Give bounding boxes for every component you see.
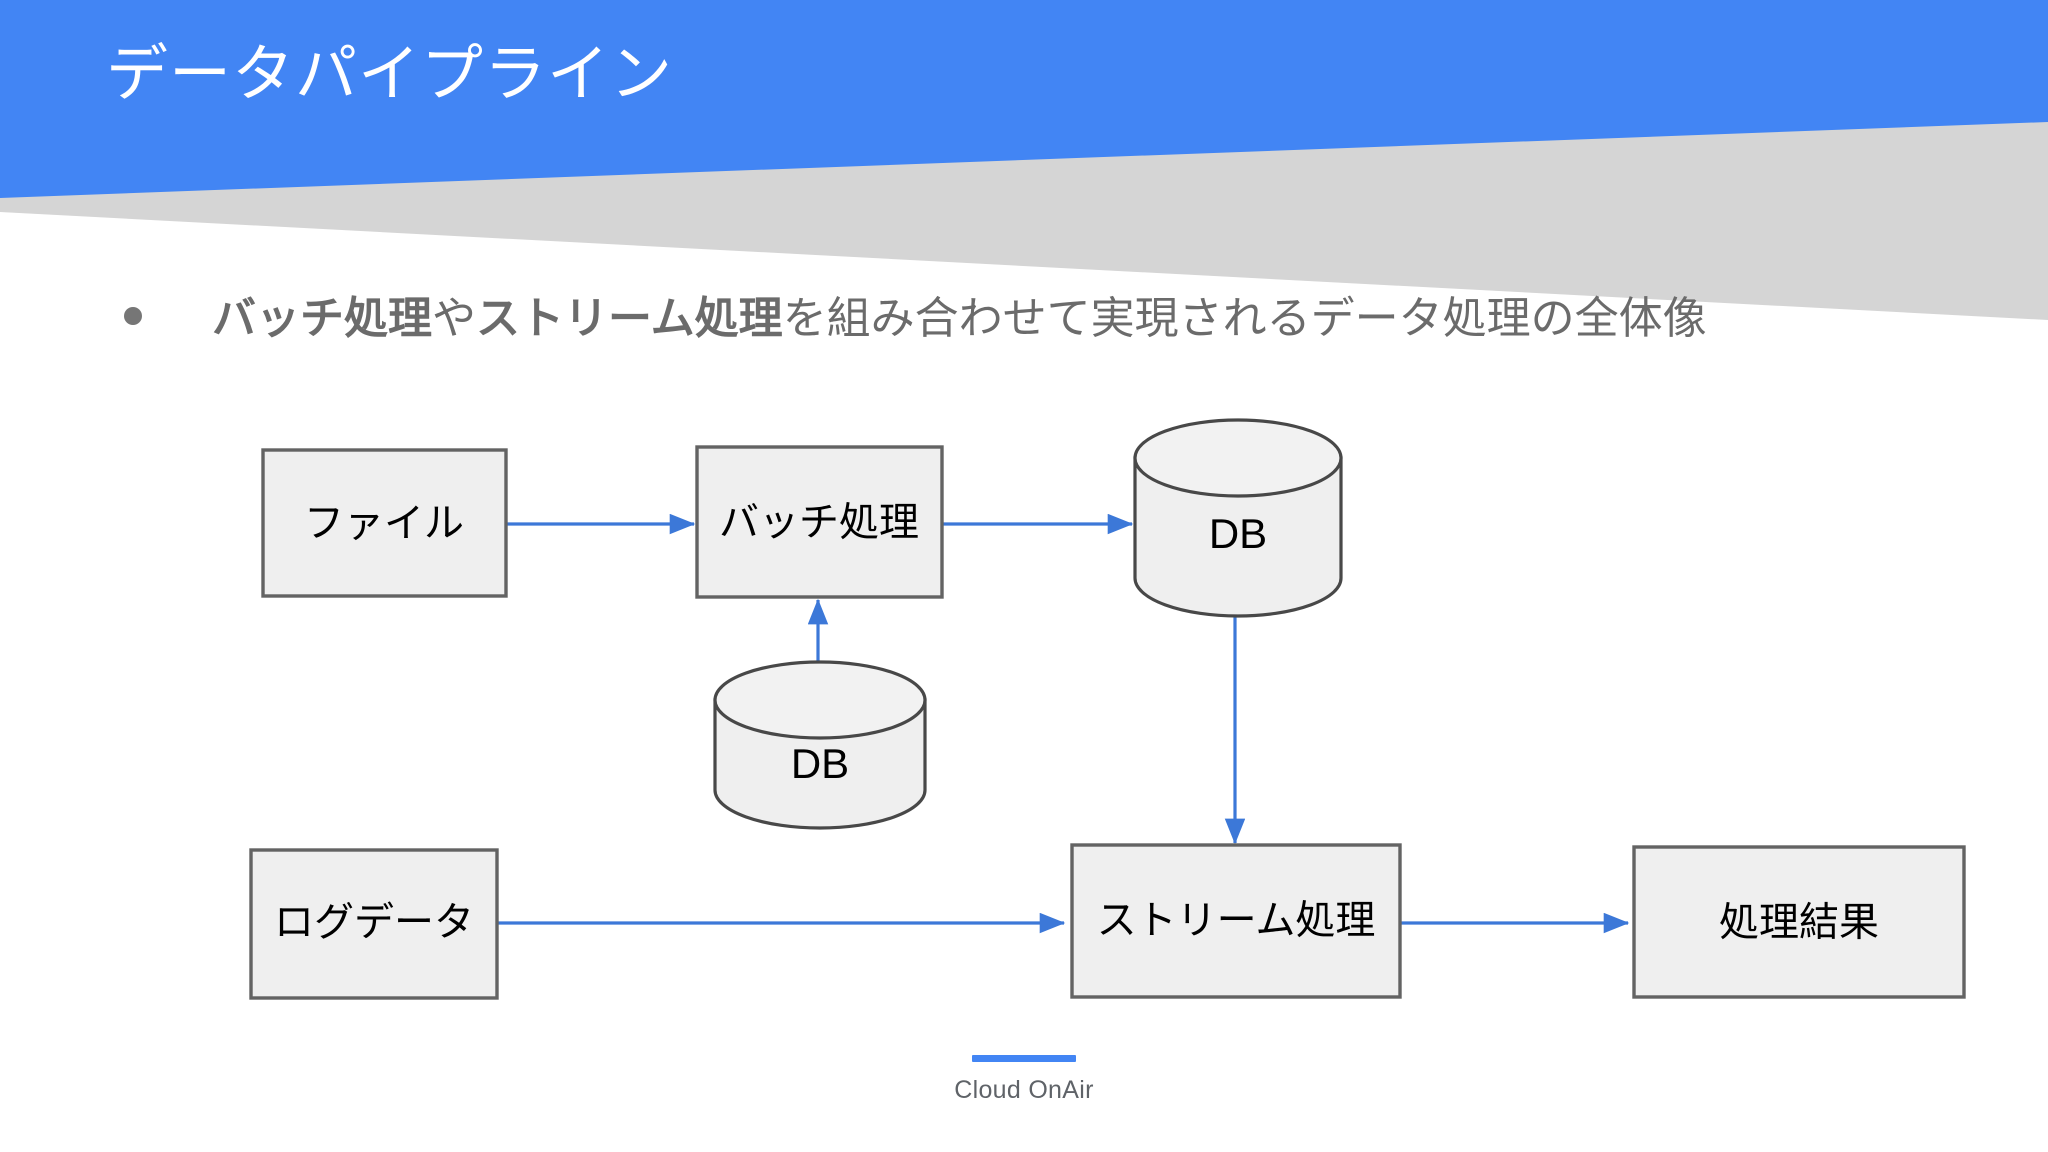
bullet-suffix: を組み合わせて実現されるデータ処理の全体像 — [782, 294, 1707, 343]
bullet-dot-icon — [124, 307, 142, 325]
bullet-middle: や — [432, 294, 476, 343]
node-db-mid[interactable]: DB — [713, 660, 927, 830]
footer-brand: Cloud OnAir — [954, 1076, 1094, 1104]
bullet-bold-stream: ストリーム処理 — [476, 294, 783, 343]
node-batch[interactable]: バッチ処理 — [695, 445, 944, 599]
node-log[interactable]: ログデータ — [249, 848, 499, 1000]
footer: Cloud OnAir — [0, 1055, 2048, 1105]
node-file-label: ファイル — [304, 502, 464, 546]
node-file[interactable]: ファイル — [261, 448, 508, 598]
node-db-mid-label: DB — [791, 740, 849, 787]
node-stream[interactable]: ストリーム処理 — [1070, 843, 1402, 999]
node-db-top-label: DB — [1209, 510, 1267, 557]
bullet-bold-batch: バッチ処理 — [212, 294, 432, 343]
bullet-row: バッチ処理やストリーム処理を組み合わせて実現されるデータ処理の全体像 — [124, 294, 1707, 343]
node-result-label: 処理結果 — [1719, 901, 1879, 945]
node-db-top[interactable]: DB — [1133, 418, 1343, 618]
footer-accent-rule — [972, 1055, 1076, 1062]
node-stream-label: ストリーム処理 — [1097, 899, 1376, 943]
bullet-text: バッチ処理やストリーム処理を組み合わせて実現されるデータ処理の全体像 — [212, 294, 1707, 343]
page-title: データパイプライン — [106, 40, 674, 109]
node-log-label: ログデータ — [274, 901, 474, 945]
node-batch-label: バッチ処理 — [719, 501, 919, 545]
node-result[interactable]: 処理結果 — [1632, 845, 1966, 999]
